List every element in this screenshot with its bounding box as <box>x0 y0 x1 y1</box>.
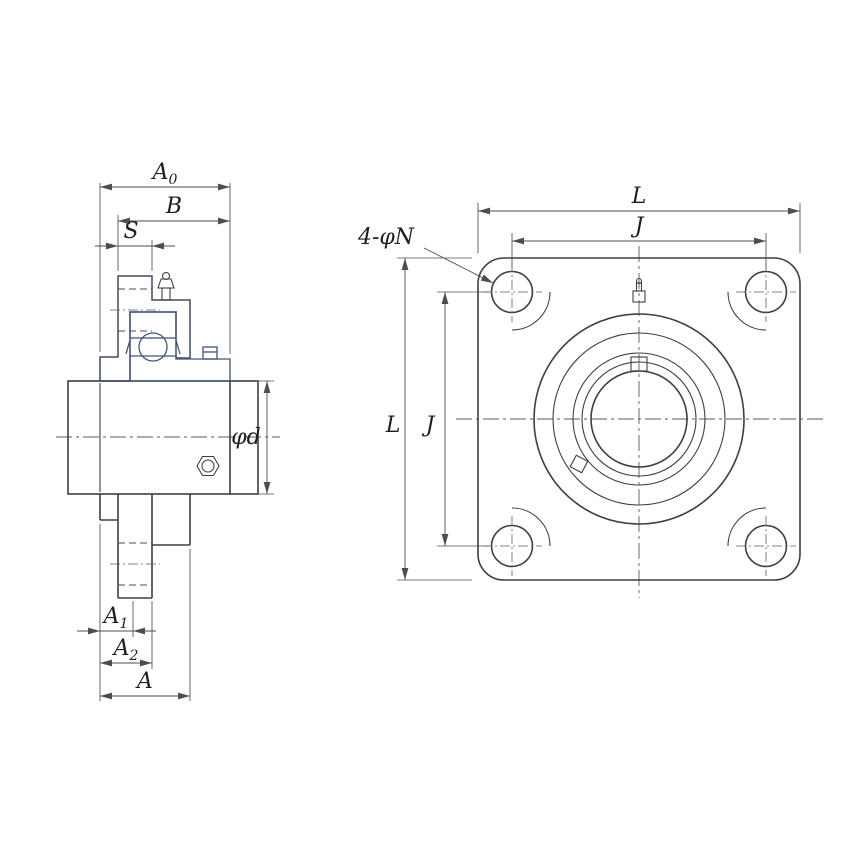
bearing-circles <box>533 313 745 525</box>
inner-ring-circle <box>581 361 697 477</box>
dim-a0: A0 <box>100 160 230 191</box>
bearing-outer-ring <box>129 311 177 339</box>
dim-b: B <box>118 194 230 225</box>
bolt-note-leader <box>423 247 494 284</box>
dim-b-label: B <box>165 194 182 219</box>
seal-line-left <box>125 339 131 355</box>
dim-phi-d: φd <box>231 381 271 494</box>
dim-j-top: J <box>512 214 766 245</box>
grease-hole-boss <box>630 356 648 372</box>
flange-body <box>477 257 801 581</box>
dim-a2: A2 <box>100 636 152 667</box>
grease-fitting-front <box>632 277 646 303</box>
dim-a: A <box>100 669 190 700</box>
bolt-hole-top-left <box>482 262 542 322</box>
dim-j-left: J <box>422 292 449 546</box>
grease-fitting-side <box>157 271 175 301</box>
dim-a1: A1 <box>77 604 156 635</box>
bolt-hole-bottom-left <box>482 516 542 576</box>
dim-a1-label: A1 <box>102 604 129 632</box>
dim-j-left-label: J <box>422 413 436 438</box>
set-screw-hex <box>196 455 220 477</box>
dim-a-label: A <box>135 669 153 694</box>
dim-s-label: S <box>123 219 138 244</box>
bearing-ball <box>138 332 168 362</box>
front-view: L J L J 4-φN <box>357 184 824 598</box>
bolt-hole-hidden-lower <box>110 542 160 586</box>
bearing-outer-circle <box>552 332 726 506</box>
seal-line-right <box>175 339 181 355</box>
corner-pad-arcs <box>511 291 767 547</box>
bearing-section <box>125 311 231 382</box>
bolt-hole-hidden-upper <box>110 288 160 332</box>
housing-boss-circle <box>533 313 745 525</box>
dim-j-top-label: J <box>631 214 645 239</box>
dim-l-left-label: L <box>385 413 401 438</box>
housing-lower-outline <box>99 494 191 599</box>
bearing-inner-ring-sleeve <box>129 355 231 382</box>
dim-a2-label: A2 <box>112 636 139 664</box>
dim-l-left: L <box>385 258 409 580</box>
bolt-hole-top-right <box>736 262 796 322</box>
dim-l-top-label: L <box>631 184 647 209</box>
bolt-note: 4-φN <box>357 225 494 284</box>
seal-circle <box>572 352 706 486</box>
bolt-note-label: 4-φN <box>357 225 415 250</box>
set-screw-marker <box>569 454 589 474</box>
set-screw-section <box>202 346 218 360</box>
dim-a0-label: A0 <box>151 160 178 188</box>
dim-s: S <box>95 219 175 250</box>
side-section-view: A0 B S φd A1 A2 <box>56 160 280 701</box>
dim-l-top: L <box>478 184 800 215</box>
bolt-holes <box>482 262 796 576</box>
dim-phi-d-label: φd <box>231 425 261 450</box>
bolt-hole-bottom-right <box>736 516 796 576</box>
